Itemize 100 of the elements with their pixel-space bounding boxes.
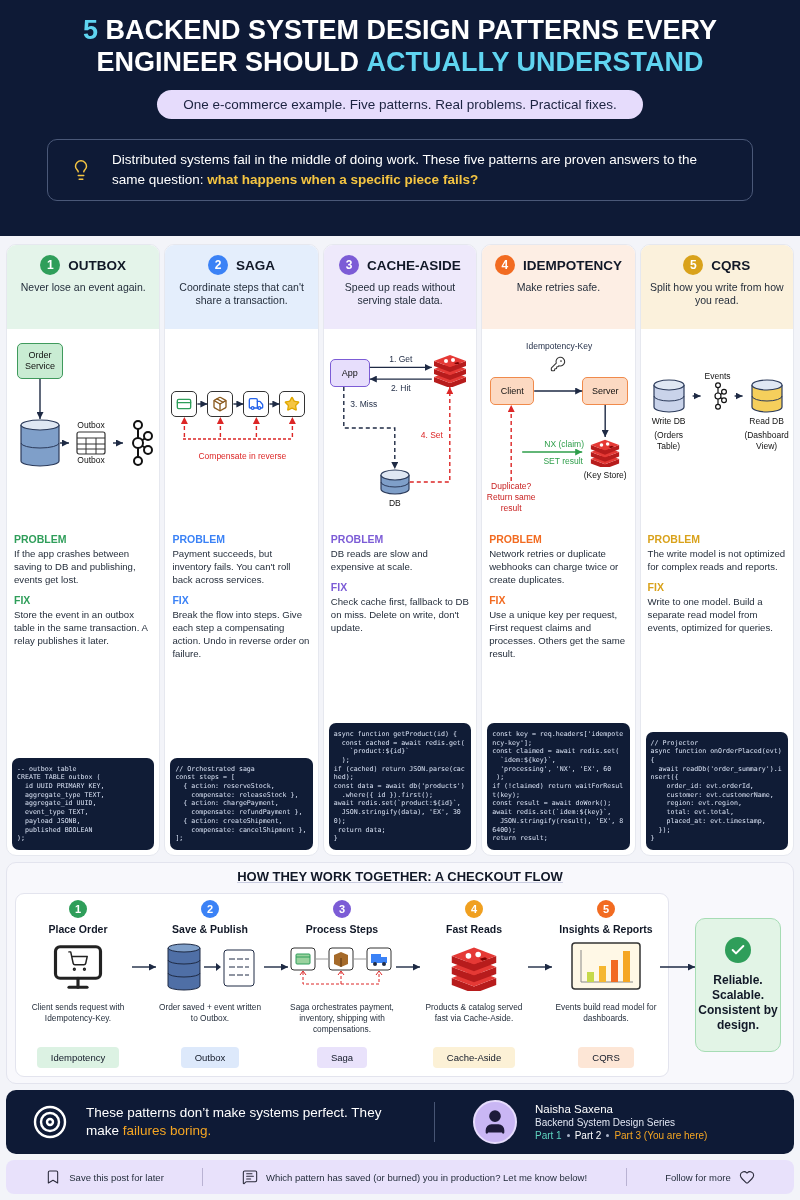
- node-caption: Read DB: [749, 416, 784, 427]
- section-text: Network retries or duplicate webhooks can charge twice or create duplicates.: [489, 547, 620, 586]
- arrow: [733, 392, 744, 400]
- arrow: [521, 448, 583, 456]
- action-bar: [6, 1160, 794, 1194]
- arrow: [343, 386, 399, 470]
- arrow: [601, 404, 609, 438]
- section-text: If the app crashes between saving to DB and publishing, events get lost.: [14, 547, 137, 586]
- card-title: CQRS: [711, 257, 751, 273]
- card-title: OUTBOX: [68, 257, 127, 273]
- step-description: Client sends request with Idempotency-Key.: [30, 1002, 126, 1024]
- step-title: Process Steps: [305, 922, 379, 936]
- section-heading: PROBLEM: [172, 533, 226, 545]
- pattern-tag: CQRS: [578, 1047, 634, 1068]
- card-tagline: Make retries safe.: [516, 281, 601, 294]
- note-text: Duplicate? Return same result: [484, 481, 539, 514]
- arrow: [369, 375, 433, 383]
- arrow: [533, 387, 583, 395]
- section-heading: FIX: [172, 594, 190, 606]
- service-box: Server: [582, 377, 629, 405]
- arrow: [507, 404, 515, 482]
- arrow: [288, 416, 296, 438]
- step-description: Events build read model for dashboards.: [554, 1002, 658, 1024]
- step-box: [243, 391, 270, 417]
- pattern-tag: Cache-Aside: [432, 1047, 516, 1068]
- node-caption: Outbox: [77, 455, 105, 466]
- section-heading: PROBLEM: [489, 533, 543, 545]
- page-title: 5 BACKEND SYSTEM DESIGN PATTERNS EVERY ENGINEER SHOULD ACTUALLY UNDERSTAND: [81, 14, 719, 78]
- arrow: [263, 963, 289, 971]
- section-heading: PROBLEM: [330, 533, 385, 545]
- arrow: [691, 392, 702, 400]
- action-text: Which pattern has saved (or burned) you in production? Let me know below!: [265, 1171, 588, 1183]
- edge-label: 3. Miss: [348, 398, 380, 409]
- code-block: [487, 722, 630, 850]
- result-text: Reliable. Scalable. Consistent by design.: [697, 973, 779, 1033]
- card-title: SAGA: [236, 257, 276, 273]
- arrow: [59, 439, 70, 447]
- pattern-card: [322, 244, 478, 856]
- part-link: Part 2: [574, 1130, 602, 1141]
- section-text: The write model is not optimized for complex reads and reports.: [647, 547, 786, 573]
- arrow: [659, 963, 696, 971]
- pattern-tag: Saga: [316, 1047, 368, 1068]
- edge-label: 4. Set: [418, 429, 445, 440]
- node-caption: DB: [388, 498, 401, 509]
- arrow: [409, 386, 454, 483]
- arrow: [36, 378, 44, 420]
- step-title: Fast Reads: [446, 922, 502, 936]
- code-block: [645, 731, 788, 850]
- pattern-card: [6, 244, 161, 856]
- section-text: Store the event in an outbox table in the same transaction. A relay publishes it later.: [14, 608, 149, 647]
- number-badge: 2: [201, 900, 219, 918]
- section-heading: FIX: [647, 581, 665, 593]
- step-title: Place Order: [48, 922, 108, 936]
- arrow: [395, 963, 421, 971]
- step-description: Saga orchestrates payment, inventory, shipping with compensations.: [289, 1002, 395, 1035]
- edge-label: 2. Hit: [388, 383, 413, 394]
- diagram-label: SET result: [542, 456, 584, 467]
- section-heading: FIX: [489, 594, 507, 606]
- section-heading: FIX: [330, 581, 349, 593]
- section-text: Check cache first, fallback to DB on miss. Delete on write, don't update.: [330, 595, 470, 634]
- card-tagline: Never lose an event again.: [20, 281, 146, 294]
- node-caption: (Dashboard View): [743, 430, 790, 452]
- section-heading: FIX: [14, 594, 32, 606]
- number-badge: 5: [683, 255, 704, 275]
- arrow: [216, 416, 224, 438]
- pattern-tag: Outbox: [180, 1047, 240, 1068]
- arrow: [268, 400, 281, 408]
- section-text: Use a unique key per request, First request claims and processes. Others get the same result.: [489, 608, 627, 660]
- section-title: HOW THEY WORK TOGETHER: A CHECKOUT FLOW: [237, 869, 563, 886]
- service-box: Client: [490, 377, 535, 405]
- number-badge: 5: [597, 900, 615, 918]
- node-caption: Events: [704, 371, 731, 382]
- arrow: [180, 416, 188, 438]
- arrow: [252, 416, 260, 438]
- part-link: Part 1: [535, 1130, 562, 1141]
- quote-text: These patterns don’t make systems perfect. They make failures boring.: [86, 1104, 383, 1140]
- step-description: Products & catalog served fast via Cache-Aside.: [424, 1002, 524, 1024]
- section-text: Break the flow into steps. Give each step a compensating action. Undo in reverse order on failure.: [172, 608, 311, 660]
- card-title: IDEMPOTENCY: [522, 257, 622, 273]
- arrow: [112, 439, 124, 447]
- section-text: DB reads are slow and expensive at scale.: [330, 547, 429, 573]
- action-text: Follow for more: [665, 1171, 731, 1183]
- card-tagline: Coordinate steps that can't share a transaction.: [178, 281, 305, 307]
- node-caption: (Orders Table): [653, 430, 684, 452]
- code-block: [328, 722, 472, 850]
- step-title: Save & Publish: [172, 922, 248, 936]
- node-caption: Outbox: [77, 420, 105, 431]
- code-block: [12, 757, 155, 850]
- number-badge: 3: [333, 900, 351, 918]
- number-badge: 2: [208, 255, 229, 275]
- number-badge: 1: [40, 255, 61, 275]
- diagram-label: Compensate in reverse: [197, 451, 288, 462]
- section-text: Write to one model. Build a separate read model from events, optimized for queries.: [647, 595, 774, 634]
- database-icon: [20, 419, 60, 467]
- section-text: Payment succeeds, but inventory fails. You can't roll back across services.: [172, 547, 292, 586]
- arrow: [232, 400, 245, 408]
- step-box: [279, 391, 306, 417]
- subtitle-pill: One e-commerce example. Five patterns. Real problems. Practical fixes.: [157, 90, 643, 119]
- diagram-label: Idempotency-Key: [525, 341, 594, 352]
- intro-box: [47, 139, 753, 201]
